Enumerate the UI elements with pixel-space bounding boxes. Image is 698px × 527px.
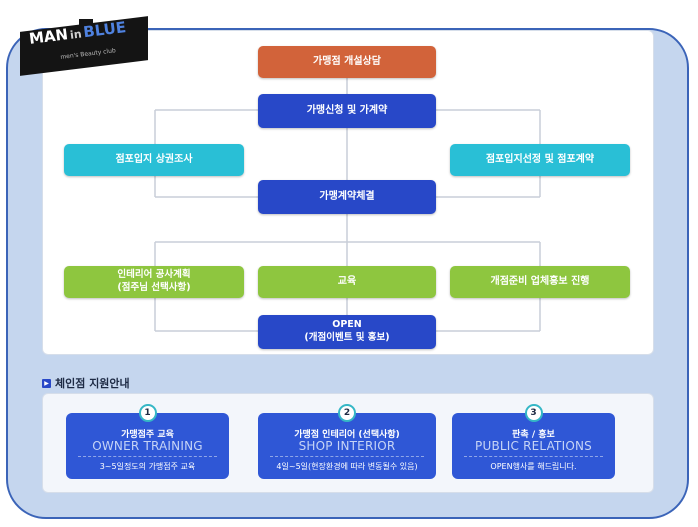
card-divider — [464, 456, 603, 457]
step-franchise-contract: 가맹계약체결 — [258, 180, 436, 214]
card-english-title: OWNER TRAINING — [92, 439, 203, 453]
support-card-pr: 3 판촉 / 홍보 PUBLIC RELATIONS OPEN행사를 해드립니다… — [452, 404, 615, 479]
bullet-icon: ▶ — [42, 378, 51, 388]
support-title-text: 체인점 지원안내 — [55, 377, 130, 390]
step-application: 가맹신청 및 가계약 — [258, 94, 436, 128]
step-location-research: 점포입지 상권조사 — [64, 144, 244, 176]
card-number-badge: 2 — [338, 404, 356, 422]
card-description: 4일~5일(현장환경에 따라 변동될수 있음) — [276, 462, 418, 471]
hat-icon — [74, 19, 98, 29]
card-divider — [78, 456, 217, 457]
step-promotion: 개점준비 업체홍보 진행 — [450, 266, 630, 298]
card-description: OPEN행사를 해드립니다. — [490, 462, 577, 471]
support-card-interior: 2 가맹점 인테리어 (선택사항) SHOP INTERIOR 4일~5일(현장… — [258, 404, 436, 479]
logo-word-in: in — [69, 27, 83, 42]
support-section-title: ▶ 체인점 지원안내 — [42, 375, 130, 391]
card-title: 가맹점주 교육 — [121, 430, 174, 440]
step-education: 교육 — [258, 266, 436, 298]
brand-logo: MANinBLUE men's Beauty club — [20, 16, 156, 76]
step-location-contract: 점포입지선정 및 점포계약 — [450, 144, 630, 176]
step-open: OPEN (개점이벤트 및 홍보) — [258, 315, 436, 349]
card-english-title: SHOP INTERIOR — [298, 439, 396, 453]
step-interior: 인테리어 공사계획 (점주님 선택사항) — [64, 266, 244, 298]
card-title: 판촉 / 홍보 — [512, 430, 555, 440]
card-number-badge: 1 — [138, 404, 157, 422]
card-number-badge: 3 — [524, 404, 543, 422]
step-consultation: 가맹점 개설상담 — [258, 46, 436, 78]
support-card-training: 1 가맹점주 교육 OWNER TRAINING 3~5일정도의 가맹점주 교육 — [66, 404, 229, 479]
card-divider — [270, 456, 424, 457]
card-title: 가맹점 인테리어 (선택사항) — [294, 430, 400, 440]
card-description: 3~5일정도의 가맹점주 교육 — [99, 462, 196, 471]
card-english-title: PUBLIC RELATIONS — [475, 439, 592, 453]
